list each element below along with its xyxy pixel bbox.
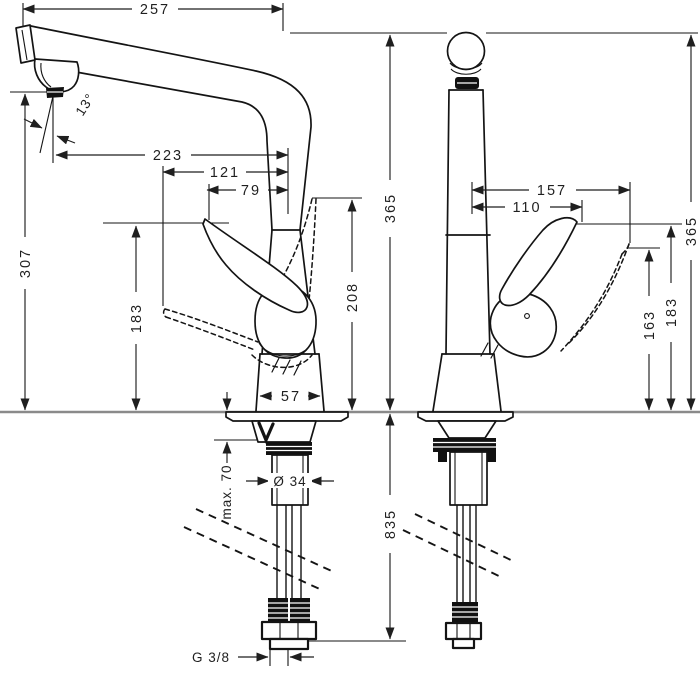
dimension-lines	[20, 4, 696, 662]
hose-nut	[260, 620, 318, 641]
handle-lever	[202, 218, 309, 314]
dim-handle-reach-110: 110	[512, 200, 541, 216]
handle-raised-dashed	[276, 198, 313, 288]
mounting-nut-front	[433, 438, 496, 452]
faucet-side-view	[15, 24, 349, 651]
dim-handle-height-183-front: 183	[664, 297, 680, 327]
spout-tip-face	[15, 24, 36, 64]
dim-base-width-57: 57	[281, 389, 301, 405]
escutcheon-flange-front	[417, 411, 514, 422]
spout-cap	[446, 31, 486, 71]
dim-outlet-height-307: 307	[18, 248, 34, 278]
handle-dashed-front	[566, 243, 630, 346]
dim-handle-height-163-front: 163	[642, 310, 658, 340]
dim-hose-length-835: 835	[383, 509, 399, 539]
dim-spout-reach: 257	[140, 2, 170, 18]
dim-reach-223: 223	[153, 148, 183, 164]
dimension-labels: 257 13° 223 121 79 307 183 208 365 57 ma…	[18, 2, 700, 665]
dim-total-height-365-front: 365	[684, 216, 700, 246]
hose-nut-front	[444, 621, 483, 641]
threaded-shank-front	[449, 451, 488, 506]
faucet-front-view	[402, 31, 630, 650]
hose-guide-mark	[257, 421, 275, 445]
dim-handle-max-height-208: 208	[345, 282, 361, 312]
handle-dome-front	[489, 292, 558, 358]
break-mark	[195, 508, 337, 574]
dim-reach-79: 79	[241, 183, 261, 199]
reference-lines	[10, 3, 698, 666]
dim-thread-size: G 3/8	[192, 650, 230, 665]
dim-max-deck-thickness: max. 70	[219, 464, 234, 519]
break-mark-front	[414, 513, 516, 563]
label-mask	[268, 473, 312, 488]
handle-lever-front	[498, 217, 578, 307]
dim-handle-height-183: 183	[129, 303, 145, 333]
dim-handle-reach-157: 157	[537, 183, 567, 199]
dim-reach-121: 121	[210, 165, 240, 181]
dim-spout-angle: 13°	[73, 91, 98, 119]
supply-hoses-front	[456, 505, 477, 602]
supply-hoses	[276, 505, 302, 598]
dim-shank-diameter: Ø 34	[273, 474, 306, 489]
handle-lowered-dashed	[164, 308, 259, 343]
dim-total-height-365: 365	[383, 193, 399, 223]
escutcheon-flange	[225, 411, 349, 422]
mounting-nut	[266, 442, 312, 455]
